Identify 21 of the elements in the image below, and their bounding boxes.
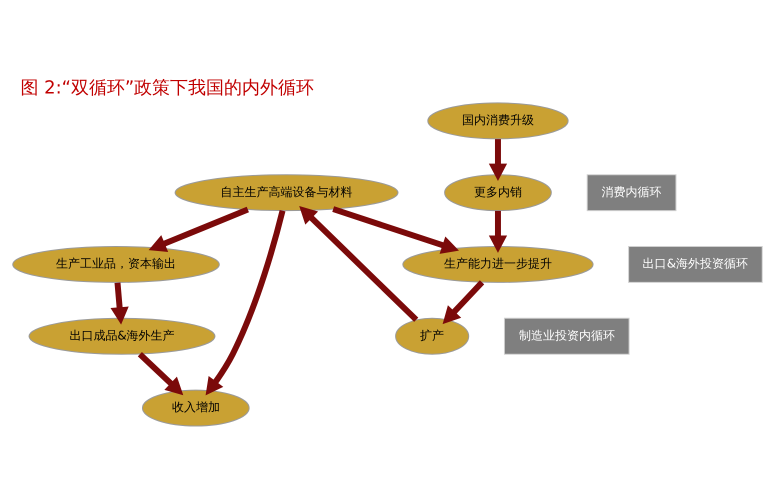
arrow [442,280,484,324]
arrow [206,209,286,395]
arrow [332,206,459,254]
node-box: 消费内循环 [586,174,676,211]
arrow [138,351,184,395]
node-ellipse: 更多内销 [444,174,552,211]
node-ellipse: 收入增加 [142,389,250,426]
arrow [488,138,508,181]
arrow [488,210,508,252]
node-ellipse: 自主生产高端设备与材料 [174,174,398,211]
arrow [148,206,249,252]
node-box: 出口&海外投资循环 [628,246,763,282]
arrow [110,282,129,324]
node-ellipse: 生产能力进一步提升 [402,246,594,282]
node-ellipse: 出口成品&海外生产 [28,317,216,354]
diagram-title: 图 2:“双循环”政策下我国的内外循环 [20,76,314,98]
node-ellipse: 国内消费升级 [427,102,569,139]
node-box: 制造业投资内循环 [504,317,630,354]
node-ellipse: 扩产 [395,317,470,354]
node-ellipse: 生产工业品，资本输出 [12,246,220,282]
arrow [299,205,418,322]
